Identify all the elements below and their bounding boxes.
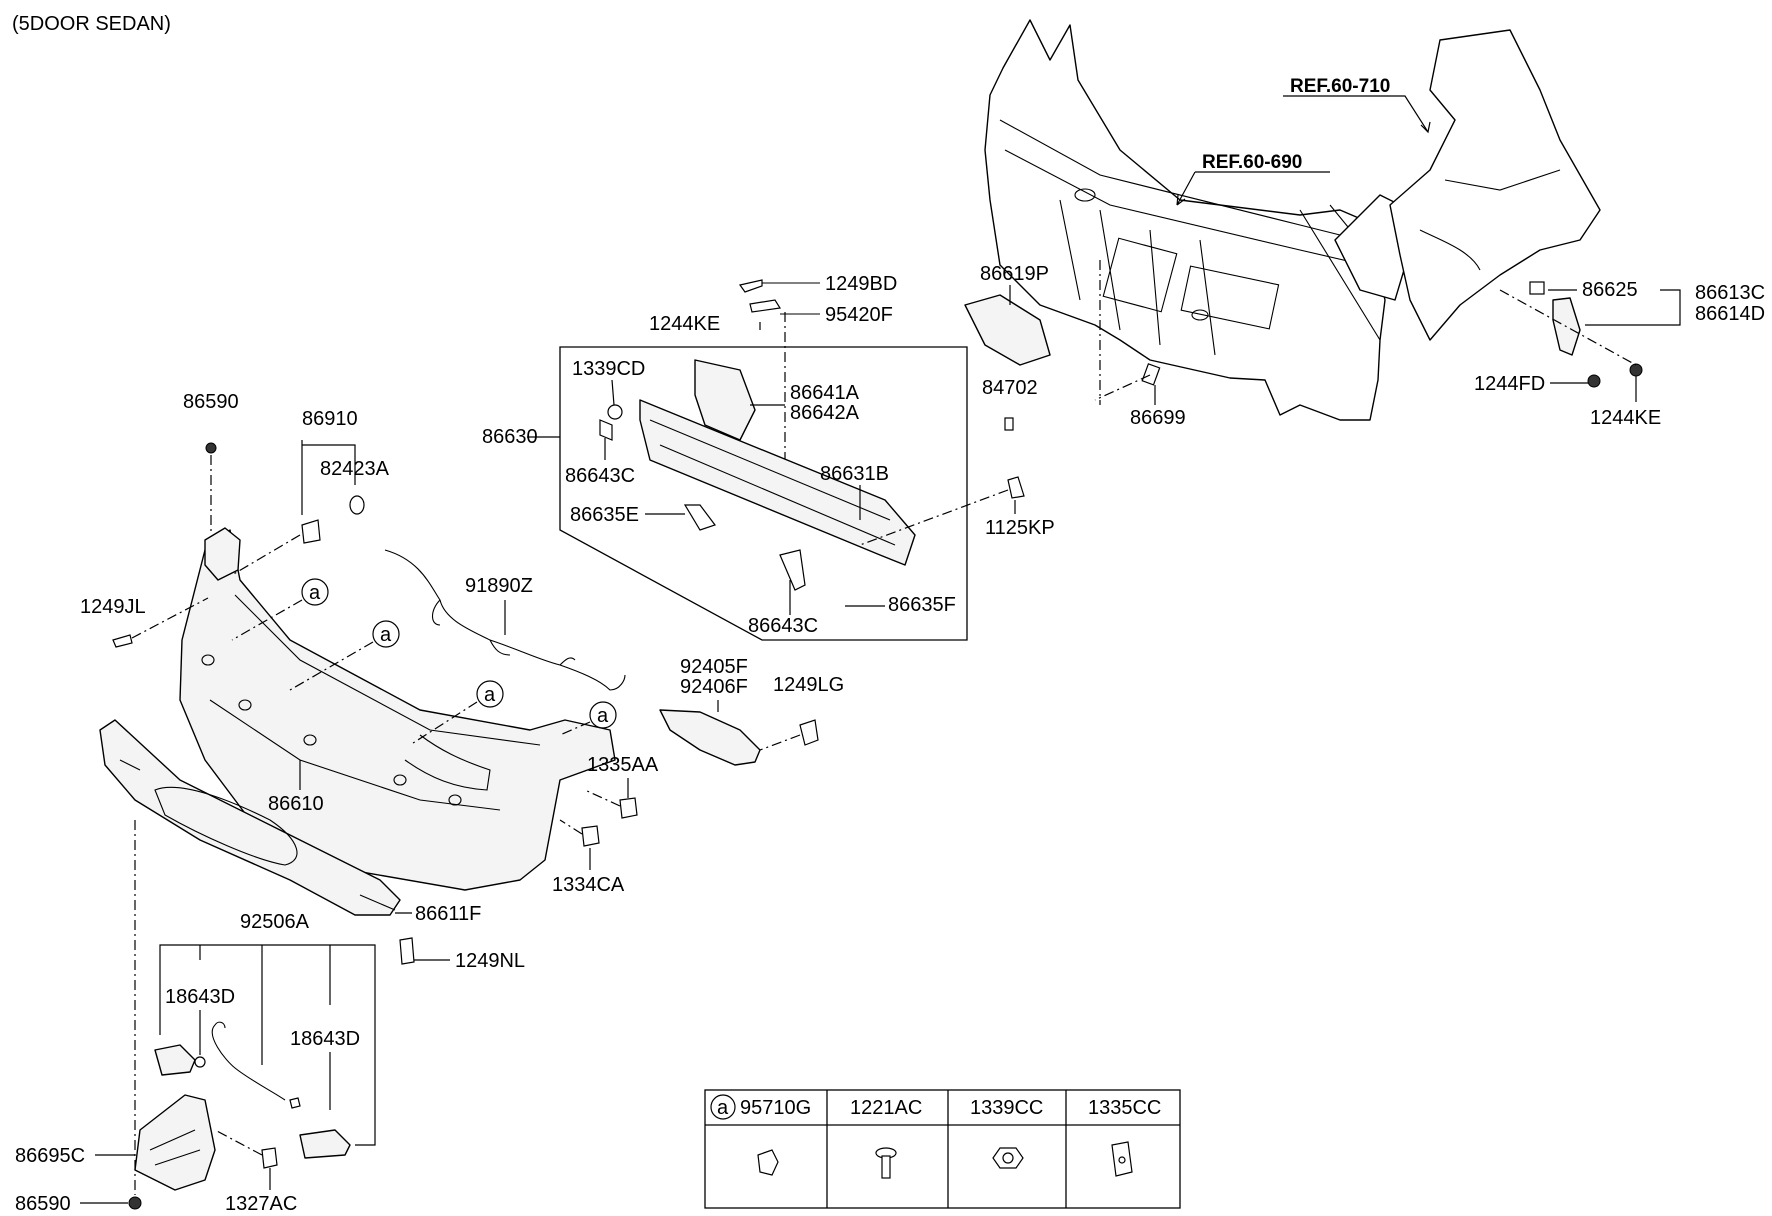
label-92406F: 92406F — [680, 676, 748, 698]
label-86619P: 86619P — [980, 263, 1049, 285]
clip-1335CC-icon — [1111, 1141, 1133, 1177]
ref-60-710: REF.60-710 — [1290, 76, 1390, 97]
fastener-legend-table: a 95710G 1221AC 1339CC 1335CC — [704, 1089, 1181, 1209]
ref-60-690: REF.60-690 — [1202, 152, 1302, 173]
label-86630: 86630 — [482, 426, 538, 448]
clip-parts: 1335AA 1334CA 1249NL — [399, 754, 659, 972]
label-1339CD: 1339CD — [572, 358, 645, 380]
label-1327AC: 1327AC — [225, 1193, 297, 1211]
label-18643D-right: 18643D — [290, 1028, 360, 1050]
sensor-bracket-parts: 1249BD 95420F 1244KE — [649, 273, 897, 470]
label-1249LG: 1249LG — [773, 674, 844, 696]
label-86611F: 86611F — [415, 903, 481, 925]
label-86641A: 86641A — [790, 382, 860, 404]
mount-bracket-parts: 86619P 84702 1125KP 86699 — [859, 260, 1186, 546]
label-86625: 86625 — [1582, 279, 1638, 301]
callout-a-3: a — [484, 684, 496, 706]
label-95420F: 95420F — [825, 304, 893, 326]
label-86643C-bot: 86643C — [748, 615, 818, 637]
label-86613C: 86613C — [1695, 282, 1765, 304]
label-86610: 86610 — [268, 793, 324, 815]
bumper-cover: 86610 — [179, 529, 616, 891]
label-1334CA: 1334CA — [552, 874, 625, 896]
legend-marker-a: a — [717, 1097, 729, 1119]
label-1244KE-right: 1244KE — [1590, 407, 1661, 429]
callout-markers: a a a a — [231, 578, 617, 746]
label-86631B: 86631B — [820, 463, 889, 485]
label-1244FD: 1244FD — [1474, 373, 1545, 395]
rear-body-panel — [984, 19, 1601, 421]
label-86642A: 86642A — [790, 402, 860, 424]
label-1249BD: 1249BD — [825, 273, 897, 295]
reference-labels: REF.60-710 REF.60-690 — [1176, 76, 1431, 206]
lower-diffuser: 86611F — [99, 719, 481, 925]
label-86643C-top: 86643C — [565, 465, 635, 487]
reinforcement-assembly: 86630 1339CD 86641A 86642A 86643C 86631B… — [482, 346, 968, 641]
label-86590-top: 86590 — [183, 391, 239, 413]
legend-col-3: 1339CC — [970, 1097, 1043, 1119]
legend-col-2: 1221AC — [850, 1097, 922, 1119]
corner-parts: 86590 86910 82423A 1249JL — [80, 391, 390, 648]
label-82423A: 82423A — [320, 458, 390, 480]
label-86614D: 86614D — [1695, 303, 1765, 325]
license-lamp-assembly: 92506A 18643D 18643D 86695C 86590 1327AC — [15, 820, 376, 1215]
callout-a-1: a — [309, 582, 321, 604]
callout-a-4: a — [597, 705, 609, 727]
label-92506A: 92506A — [240, 911, 310, 933]
clip-95710G-icon — [757, 1149, 779, 1176]
label-86699: 86699 — [1130, 407, 1186, 429]
reflector-parts: 92405F 92406F 1249LG — [659, 656, 844, 766]
label-18643D-left: 18643D — [165, 986, 235, 1008]
label-1335AA: 1335AA — [587, 754, 659, 776]
diagram-title: (5DOOR SEDAN) — [12, 13, 171, 35]
nut-1339CC-icon — [992, 1147, 1024, 1169]
label-1249NL: 1249NL — [455, 950, 525, 972]
legend-col-1: 95710G — [740, 1097, 811, 1119]
label-92405F: 92405F — [680, 656, 748, 678]
label-86590-bot: 86590 — [15, 1193, 71, 1211]
label-1249JL: 1249JL — [80, 596, 146, 618]
legend-col-4: 1335CC — [1088, 1097, 1161, 1119]
label-84702: 84702 — [982, 377, 1038, 399]
label-86635F: 86635F — [888, 594, 956, 616]
label-91890Z: 91890Z — [465, 575, 533, 597]
wiring-harness: 91890Z — [384, 549, 626, 691]
label-86635E: 86635E — [570, 504, 639, 526]
label-86695C: 86695C — [15, 1145, 85, 1167]
label-86910: 86910 — [302, 408, 358, 430]
label-1244KE-top: 1244KE — [649, 313, 720, 335]
screw-1221AC-icon — [875, 1147, 897, 1179]
side-bracket-parts: 86625 86613C 86614D 1244FD 1244KE — [1474, 279, 1765, 429]
label-1125KP: 1125KP — [985, 517, 1055, 539]
callout-a-2: a — [380, 624, 392, 646]
